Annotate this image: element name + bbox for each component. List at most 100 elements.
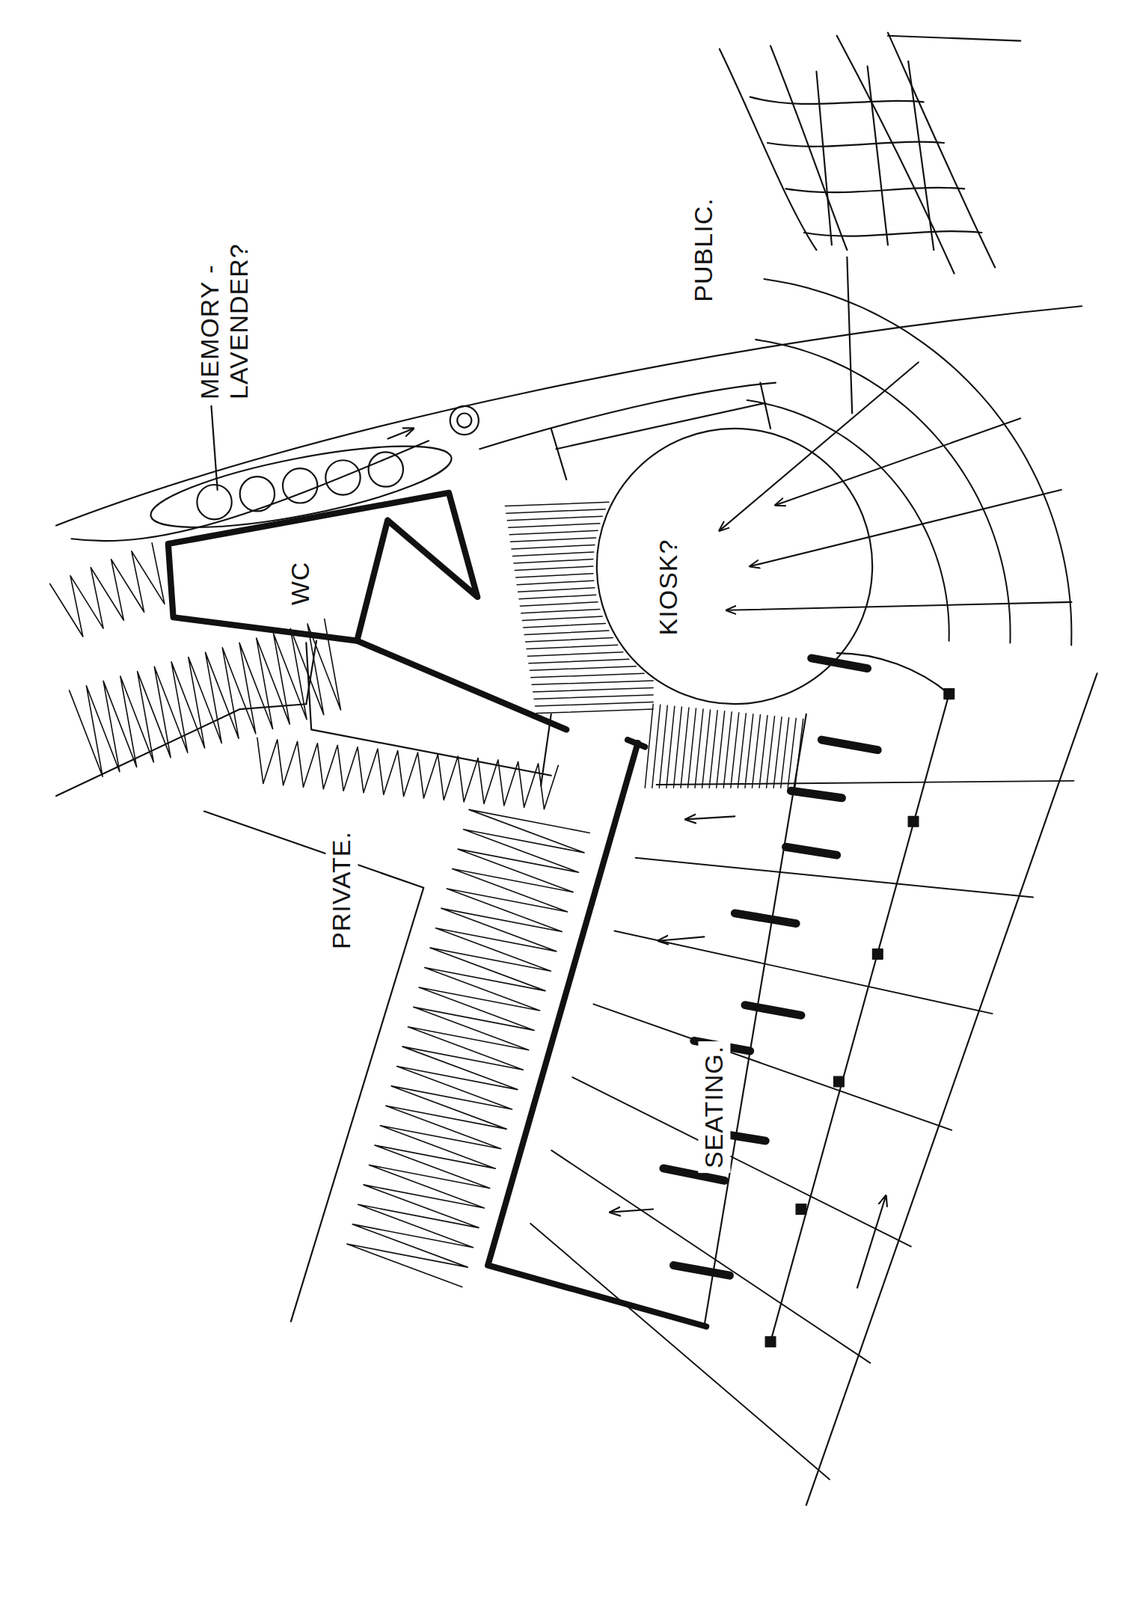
path-edge	[71, 440, 429, 541]
paving-hatch	[516, 580, 594, 585]
approach-arrow	[750, 489, 1062, 567]
public-arc	[763, 279, 1072, 645]
flow-arrow	[610, 1209, 654, 1213]
paving-hatch	[773, 716, 782, 788]
sketch-detail	[50, 279, 1075, 1480]
paving-hatch	[522, 616, 603, 621]
paving-hatch	[529, 666, 636, 671]
paving-hatch	[536, 709, 654, 713]
paving-hatch	[709, 710, 718, 788]
paving-hatch	[737, 713, 746, 788]
wall	[627, 739, 645, 748]
zone-label: PRIVATE.	[326, 826, 359, 954]
paving-hatch	[506, 509, 606, 514]
paving-hatch	[759, 715, 768, 789]
wall	[357, 641, 568, 731]
paving-hatch	[716, 711, 725, 788]
wall	[487, 742, 707, 1327]
paving-hatch	[521, 608, 600, 613]
paving-hatch	[666, 706, 675, 788]
lavender-plant	[240, 476, 275, 511]
bench	[786, 846, 838, 855]
paving-hatch	[528, 659, 630, 663]
canopy-sketch	[837, 35, 955, 274]
approach-arrow	[775, 418, 1021, 505]
wc-block: WC	[163, 487, 485, 646]
flow-arrow	[658, 936, 704, 941]
paving-hatch	[527, 652, 623, 657]
paving-hatch	[513, 559, 594, 564]
paving-hatch	[659, 705, 668, 788]
paving-hatch	[512, 552, 594, 556]
paving-hatch	[523, 623, 606, 628]
paving-hatch	[504, 501, 609, 506]
bench	[673, 1265, 730, 1277]
paving-hatch	[745, 714, 754, 788]
paving-hatch	[644, 703, 654, 788]
bench	[734, 913, 796, 924]
canopy-slat	[767, 142, 945, 147]
seating-edge	[837, 653, 950, 695]
paving-hatch	[524, 630, 609, 635]
paving-hatch	[795, 718, 804, 788]
paving-hatch	[511, 544, 595, 549]
paving-hatch	[652, 704, 661, 788]
paving-hatch	[514, 566, 593, 570]
zone-label: SEATING.	[698, 1041, 731, 1173]
lavender-plant	[282, 468, 318, 503]
space-label: WC	[285, 557, 318, 611]
bench	[790, 790, 842, 799]
paving-hatch	[533, 687, 654, 692]
paving-hatch	[688, 708, 697, 788]
private-hatch	[347, 809, 590, 1287]
kiosk-outline	[596, 428, 873, 704]
paving-hatch	[723, 712, 732, 788]
leader-line	[846, 257, 853, 414]
paving-hatch	[730, 712, 740, 788]
boundary-line	[204, 811, 424, 1322]
wall	[168, 492, 478, 642]
flow-arrow	[685, 816, 735, 820]
paving-hatch	[531, 680, 654, 685]
private-hatch	[50, 543, 165, 637]
bench	[821, 739, 878, 751]
flow-arrow	[857, 1196, 886, 1289]
kiosk-circle: KIOSK?	[591, 423, 878, 710]
paving-hatch	[519, 602, 598, 606]
approach-arrow	[726, 602, 1072, 611]
dimension-line	[551, 382, 771, 481]
seating-grid	[572, 1077, 911, 1247]
post	[908, 816, 919, 827]
seating-grid	[551, 1150, 870, 1363]
seating-edge	[703, 714, 806, 1327]
seating-edge	[806, 673, 1098, 1506]
canopy-sketch	[719, 48, 817, 250]
canopy-slat	[786, 187, 965, 193]
paving-hatch	[519, 594, 597, 599]
paving-hatch	[534, 702, 654, 707]
paving-hatch	[510, 537, 597, 542]
paving-hatch	[787, 718, 796, 788]
seating-grid	[635, 857, 1034, 898]
paving-hatch	[702, 709, 711, 788]
lamp-post	[457, 412, 472, 428]
paving-hatch	[508, 523, 600, 528]
paving-hatch	[534, 694, 654, 699]
canopy-post	[816, 61, 934, 250]
kiosk-circle-outline	[591, 423, 878, 710]
bench	[811, 658, 868, 669]
dimension-line	[305, 642, 551, 786]
public-arc	[747, 400, 950, 642]
seating-grid	[614, 931, 992, 1015]
paving-hatch	[525, 638, 614, 642]
paving-hatch	[507, 516, 603, 520]
lavender-plant	[325, 460, 360, 495]
paving-hatch	[752, 715, 761, 789]
private-hatch	[69, 619, 342, 778]
seating-grid	[593, 1003, 952, 1130]
post	[872, 949, 883, 960]
wc-block-outline	[163, 487, 485, 646]
post	[944, 688, 955, 700]
post	[795, 1204, 807, 1215]
